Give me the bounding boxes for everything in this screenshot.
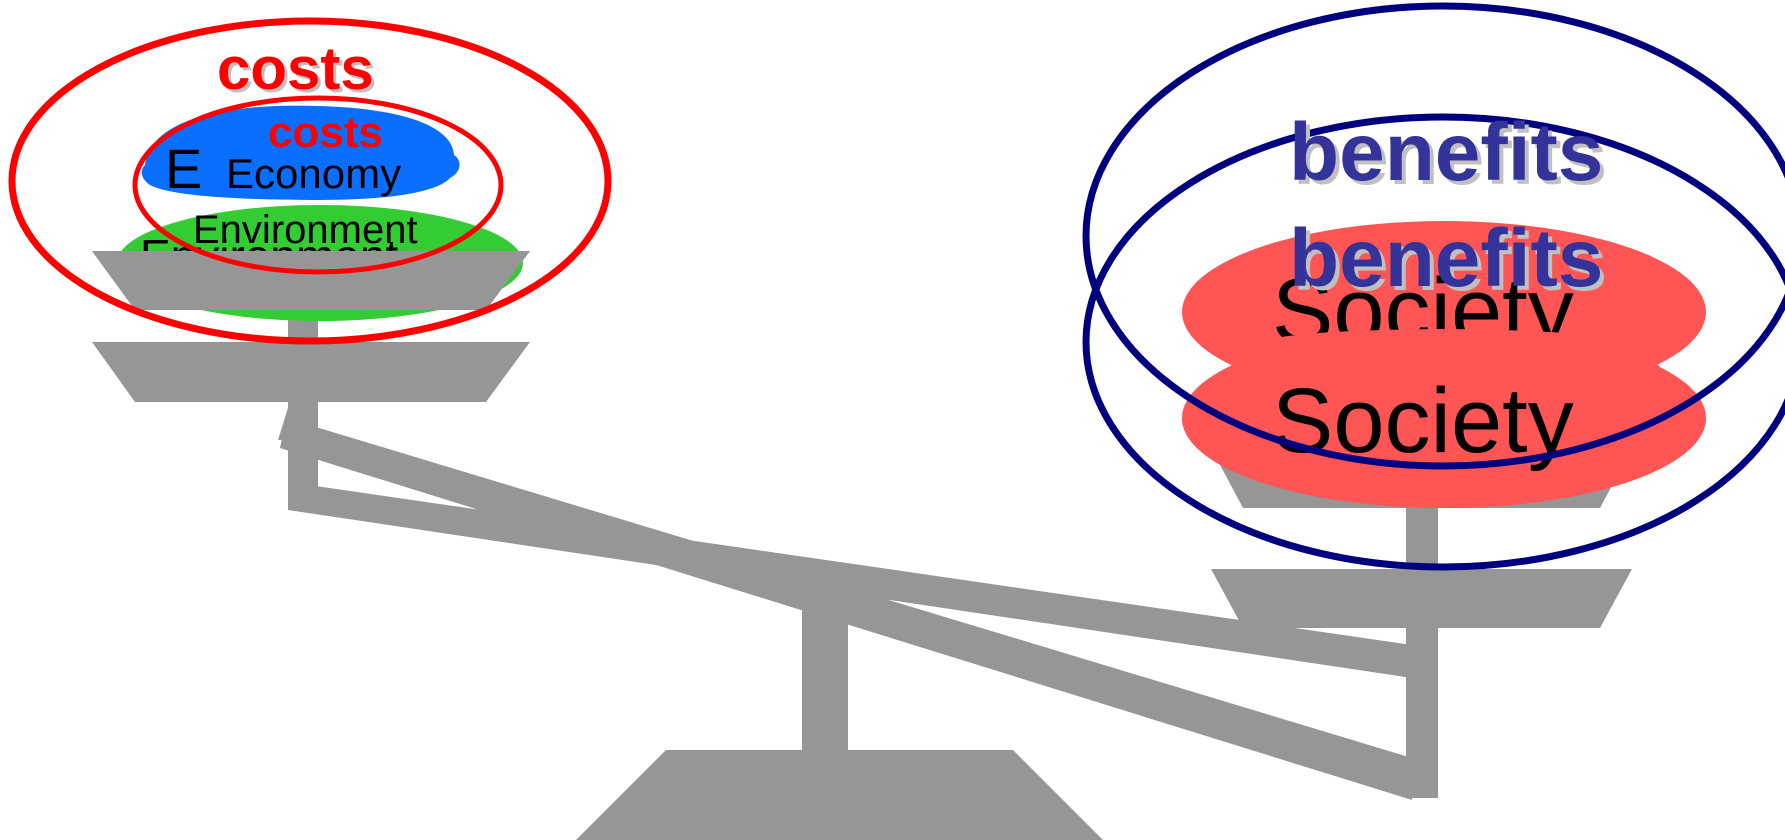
left-pan-lower [92,342,530,402]
environment-text: Environment [193,208,418,252]
economy-text: Economy [226,150,401,197]
right-pan-hanger [1406,498,1438,798]
costs-group: E Economy Environment Environment costs … [12,21,608,341]
right-pan-lower [1211,569,1632,628]
scale-post [802,600,848,752]
costs-label: costs [217,35,374,102]
costs-label-repeat: costs [268,108,383,157]
benefits-group: Society Society benefits benefits benefi… [1086,6,1785,567]
scale-base [576,750,1103,840]
benefits-label-repeat: benefits [1289,213,1603,304]
left-pan-hanger [288,300,318,510]
economy-ghost-text: E [165,137,202,200]
left-pan-top-cover [92,251,530,310]
benefits-label: benefits [1289,107,1603,198]
